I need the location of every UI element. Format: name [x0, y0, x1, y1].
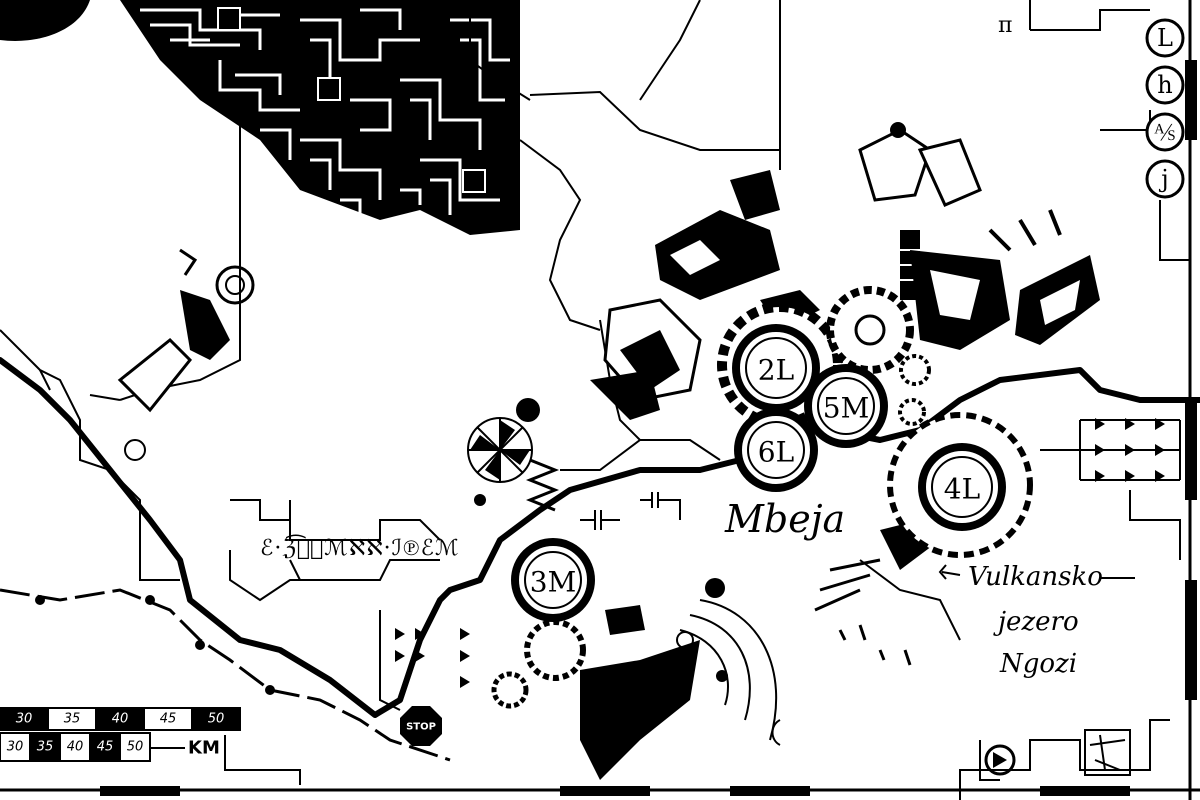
route-badge-inner-ring [745, 337, 807, 399]
legend-symbols[interactable]: Lh ⅍ j [1145, 18, 1185, 199]
fan-illustration [467, 398, 560, 512]
route-badge-face [926, 451, 998, 523]
lake-label-line-2: jezero [993, 607, 1079, 637]
legend-symbol-glyph: h [1157, 71, 1172, 99]
route-badge-label: 2L [758, 354, 794, 387]
legend-symbol-3[interactable]: j [1145, 159, 1185, 199]
route-badge-2l[interactable]: 2L [732, 324, 820, 412]
glyph-string-label: ℰ·ℨ͡ℰ᷊ℳℵℵ·ℐ℗ℰℳ [260, 534, 459, 561]
legend-symbol-glyph: L [1157, 24, 1173, 52]
place-label-mbeja[interactable]: Mbeja [724, 497, 845, 541]
route-badge-face [812, 372, 880, 440]
circuit-maze-region [120, 0, 520, 235]
route-badge-inner-ring [817, 377, 875, 435]
lower-figure-illustration [580, 578, 781, 780]
north-marker: w [462, 0, 476, 18]
legend-symbol-2[interactable]: ⅍ [1145, 112, 1185, 152]
legend-symbol-ring [1145, 112, 1185, 152]
route-badge-4l[interactable]: 4L [918, 443, 1006, 531]
dotted-track [0, 588, 451, 762]
legend-symbol-1[interactable]: h [1145, 65, 1185, 105]
route-badge-5m[interactable]: 5M [804, 364, 888, 448]
route-badge-face [519, 546, 587, 614]
lake-label-line-1: Vulkansko [968, 562, 1103, 592]
legend-symbol-glyph: ⅍ [1153, 118, 1175, 146]
scale-top-tick: 30 [16, 712, 33, 727]
route-badge-face [740, 332, 812, 404]
route-badge-6l[interactable]: 6L [734, 408, 818, 492]
scale-bottom-tick: 35 [37, 740, 54, 755]
stop-sign-label: STOP [406, 722, 436, 733]
scale-connector [150, 735, 301, 785]
legend-symbol-ring [1145, 65, 1185, 105]
scale-bottom-tick: 50 [127, 740, 144, 755]
corner-mark: π [998, 13, 1012, 38]
machinery-cluster [590, 122, 1100, 666]
capacitor-symbols [580, 492, 1000, 781]
legend-symbol-0[interactable]: L [1145, 18, 1185, 58]
legend-symbol-ring [1145, 159, 1185, 199]
framed-sketch [1084, 729, 1131, 776]
spiral-corner-ornament [0, 0, 90, 41]
scale-top-tick: 45 [160, 712, 177, 727]
diode-symbols [395, 418, 1165, 688]
scale-bottom-tick: 45 [97, 740, 114, 755]
lake-label[interactable]: Vulkansko jezero Ngozi [938, 562, 1135, 679]
route-badge-inner-ring [524, 551, 582, 609]
stop-sign[interactable]: STOP [400, 706, 442, 746]
scale-top-tick: 40 [112, 712, 129, 727]
scale-bottom-tick: 30 [7, 740, 24, 755]
route-badges[interactable]: 2L 5M 6L 4L 3M [511, 324, 1006, 622]
scale-bottom-tick: 40 [67, 740, 84, 755]
scale-bottom-cell [59, 732, 91, 762]
route-badge-label: 5M [823, 392, 869, 425]
scale-top-cell [191, 707, 241, 731]
route-badge-label: 4L [944, 473, 980, 506]
legend-symbol-ring [1145, 18, 1185, 58]
scale-top-tick: 35 [64, 712, 81, 727]
route-badge-inner-ring [747, 421, 805, 479]
route-badge-label: 3M [530, 566, 576, 599]
left-figure-illustration [117, 248, 255, 461]
scale-unit-label: KM [188, 738, 220, 759]
route-badge-3m[interactable]: 3M [511, 538, 595, 622]
route-badge-inner-ring [931, 456, 993, 518]
lake-label-line-3: Ngozi [999, 649, 1077, 679]
main-highway [0, 357, 1200, 718]
scale-top-tick: 50 [208, 712, 225, 727]
transistor-symbol [984, 744, 1016, 776]
route-badge-face [742, 416, 810, 484]
legend-symbol-glyph: j [1158, 165, 1168, 193]
route-badge-label: 6L [758, 436, 794, 469]
